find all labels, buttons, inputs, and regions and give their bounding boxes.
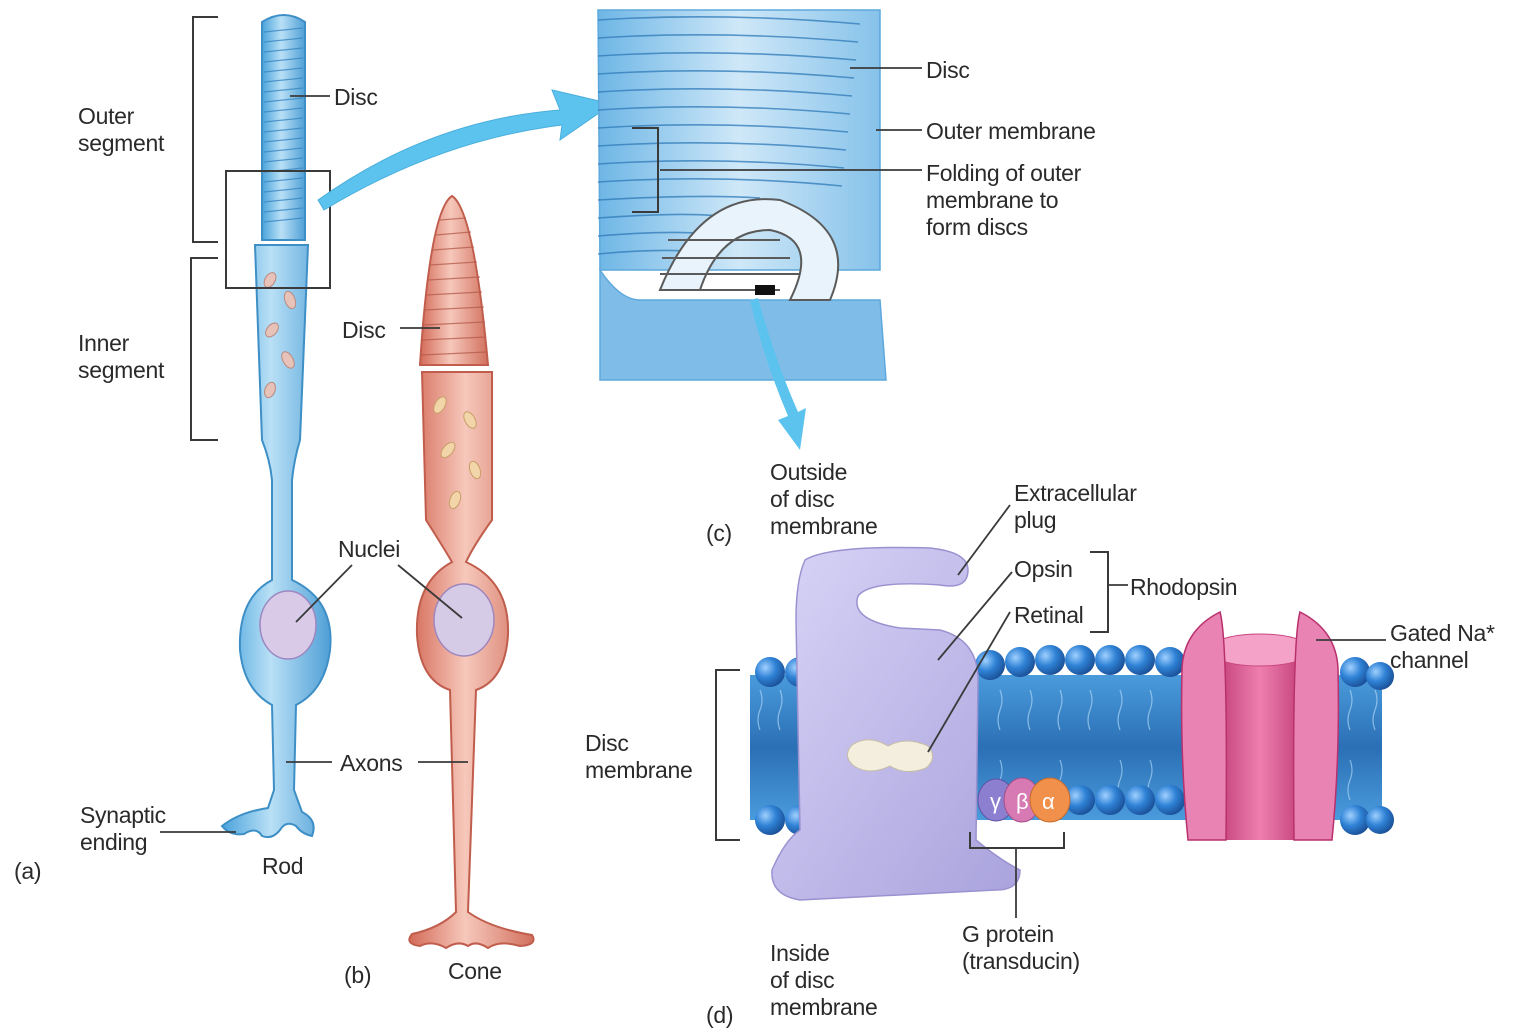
detail-dark-block <box>755 285 775 295</box>
label-inside-disc: Inside of disc membrane <box>770 940 878 1021</box>
label-alpha: α <box>1042 788 1054 815</box>
cone-inner-segment <box>409 372 533 948</box>
label-outer-membrane: Outer membrane <box>926 118 1096 145</box>
panel-letter-b: (b) <box>344 962 371 989</box>
panel-letter-d: (d) <box>706 1002 733 1029</box>
label-beta: β <box>1016 788 1028 815</box>
label-rod: Rod <box>262 853 303 880</box>
label-axons: Axons <box>340 750 402 777</box>
label-rod-disc: Disc <box>334 84 378 111</box>
label-disc-membrane: Disc membrane <box>585 730 693 784</box>
label-detail-disc: Disc <box>926 57 970 84</box>
panel-letter-a: (a) <box>14 858 41 885</box>
label-outer-segment: Outer segment <box>78 103 164 157</box>
inner-segment-bracket <box>191 258 218 440</box>
rod-inner-segment <box>222 245 331 837</box>
label-gated-channel: Gated Na* channel <box>1390 620 1495 674</box>
label-folding: Folding of outer membrane to form discs <box>926 160 1081 241</box>
label-gamma: γ <box>990 788 1001 815</box>
rod-nucleus <box>260 591 316 659</box>
label-extracellular-plug: Extracellular plug <box>1014 480 1137 534</box>
label-inner-segment: Inner segment <box>78 330 164 384</box>
cone-cell <box>409 196 533 948</box>
gated-na-channel <box>1182 612 1339 840</box>
label-retinal: Retinal <box>1014 602 1084 629</box>
label-cone: Cone <box>448 958 502 985</box>
label-nuclei: Nuclei <box>338 536 400 563</box>
label-cone-disc: Disc <box>342 317 386 344</box>
detail-base <box>600 270 886 380</box>
label-rhodopsin: Rhodopsin <box>1130 574 1237 601</box>
label-outside-disc: Outside of disc membrane <box>770 459 878 540</box>
panel-letter-c: (c) <box>706 520 732 547</box>
outer-segment-bracket <box>193 17 218 242</box>
disc-detail <box>598 10 886 450</box>
disc-membrane-bracket <box>716 670 740 840</box>
rhodopsin-bracket <box>1090 552 1108 632</box>
rod-cell <box>191 15 331 837</box>
rod-cone-leaders <box>160 96 468 832</box>
label-synaptic-ending: Synaptic ending <box>80 802 166 856</box>
g-protein-bracket <box>970 832 1064 848</box>
label-g-protein: G protein (transducin) <box>962 921 1080 975</box>
label-opsin: Opsin <box>1014 556 1073 583</box>
disc-membrane-diagram <box>716 548 1394 901</box>
cone-nucleus <box>434 584 494 656</box>
